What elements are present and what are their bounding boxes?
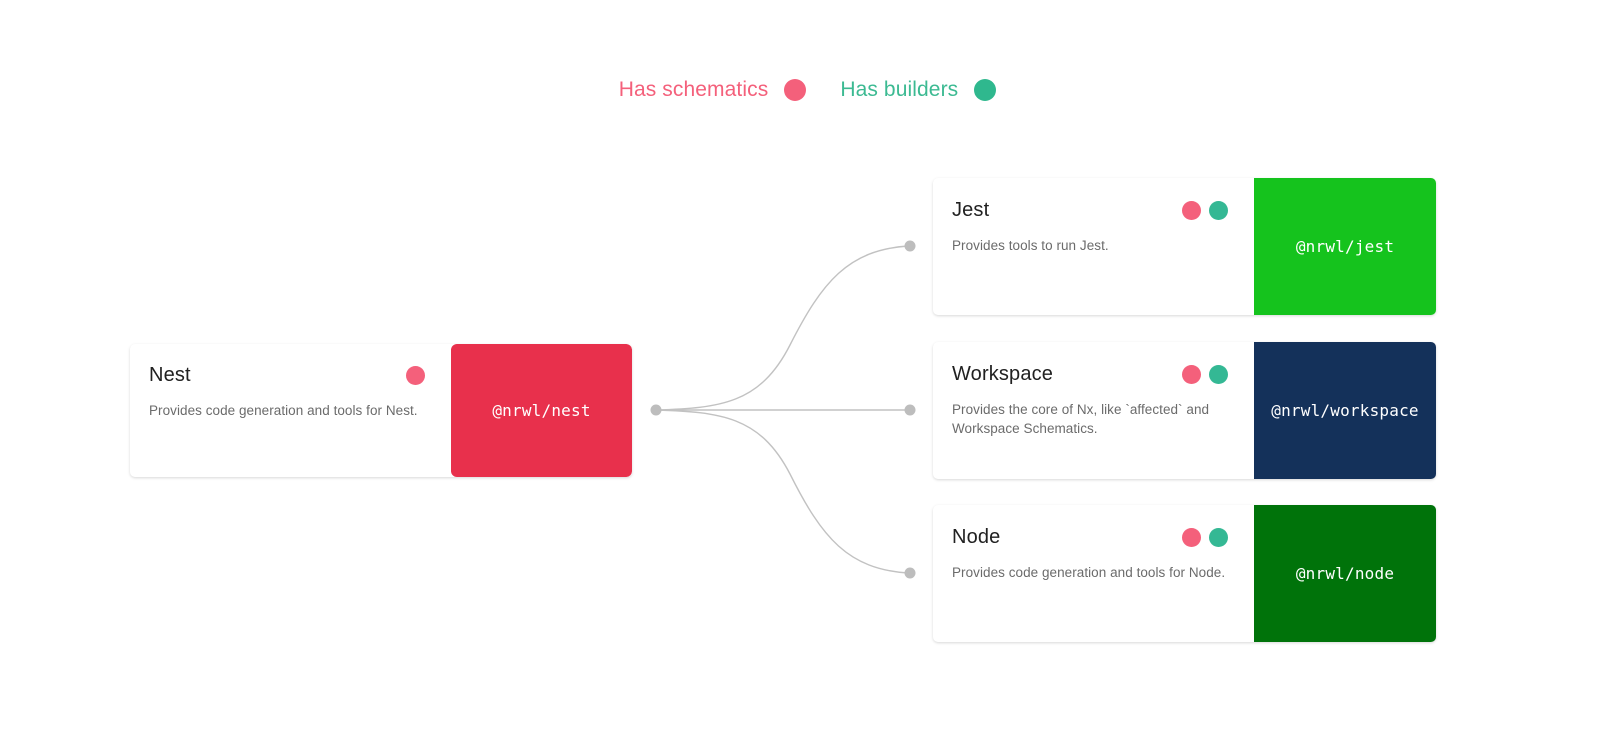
edge-target-dot-workspace-icon — [904, 404, 916, 416]
legend-label-schematics: Has schematics — [618, 78, 769, 101]
node-card-header: Workspace — [952, 364, 1230, 384]
has-builders-dot-icon — [1209, 527, 1228, 547]
node-package-badge[interactable]: @nrwl/workspace — [1254, 342, 1436, 479]
legend-label-builders: Has builders — [840, 78, 959, 101]
node-capability-dots — [406, 365, 425, 385]
node-capability-dots — [1182, 527, 1228, 547]
legend-item-schematics: Has schematics — [619, 78, 807, 102]
has-schematics-dot-icon — [1182, 527, 1201, 547]
node-title: Node — [952, 526, 1001, 548]
node-card-body: Jest Provides tools to run Jest. — [933, 178, 1254, 315]
node-card-nest[interactable]: Nest Provides code generation and tools … — [130, 344, 632, 477]
has-schematics-dot-icon — [1182, 364, 1201, 384]
node-card-header: Node — [952, 527, 1230, 547]
has-schematics-dot-icon — [406, 365, 425, 385]
node-card-jest[interactable]: Jest Provides tools to run Jest. @nrwl/j… — [933, 178, 1436, 315]
edge-target-dot-node-icon — [904, 567, 916, 579]
node-description: Provides code generation and tools for N… — [149, 403, 418, 418]
has-schematics-dot-icon — [1182, 200, 1201, 220]
node-package-badge[interactable]: @nrwl/nest — [451, 344, 632, 477]
edge-nest-to-node — [655, 409, 909, 574]
edge-target-dot-jest-icon — [904, 240, 916, 252]
node-card-node[interactable]: Node Provides code generation and tools … — [933, 505, 1436, 642]
node-card-header: Jest — [952, 200, 1230, 220]
node-title: Workspace — [952, 363, 1054, 385]
node-description: Provides tools to run Jest. — [952, 238, 1109, 253]
node-package-badge[interactable]: @nrwl/node — [1254, 505, 1436, 642]
has-builders-dot-icon — [1209, 364, 1228, 384]
legend-item-builders: Has builders — [840, 78, 997, 102]
node-package-badge[interactable]: @nrwl/jest — [1254, 178, 1436, 315]
node-description: Provides the core of Nx, like `affected`… — [952, 402, 1210, 436]
legend-schematics-dot-icon — [784, 79, 807, 101]
node-title: Nest — [149, 364, 191, 386]
edge-nest-to-jest — [655, 245, 909, 411]
legend: Has schematics Has builders — [0, 78, 1615, 102]
node-card-header: Nest — [149, 365, 427, 385]
node-description: Provides code generation and tools for N… — [952, 565, 1226, 580]
node-capability-dots — [1182, 200, 1228, 220]
edge-source-dot-icon — [650, 404, 662, 416]
node-card-workspace[interactable]: Workspace Provides the core of Nx, like … — [933, 342, 1436, 479]
node-card-body: Workspace Provides the core of Nx, like … — [933, 342, 1254, 479]
legend-builders-dot-icon — [974, 79, 997, 101]
node-card-body: Node Provides code generation and tools … — [933, 505, 1254, 642]
node-card-body: Nest Provides code generation and tools … — [130, 344, 451, 477]
node-capability-dots — [1182, 364, 1228, 384]
has-builders-dot-icon — [1209, 200, 1228, 220]
node-title: Jest — [952, 199, 990, 221]
